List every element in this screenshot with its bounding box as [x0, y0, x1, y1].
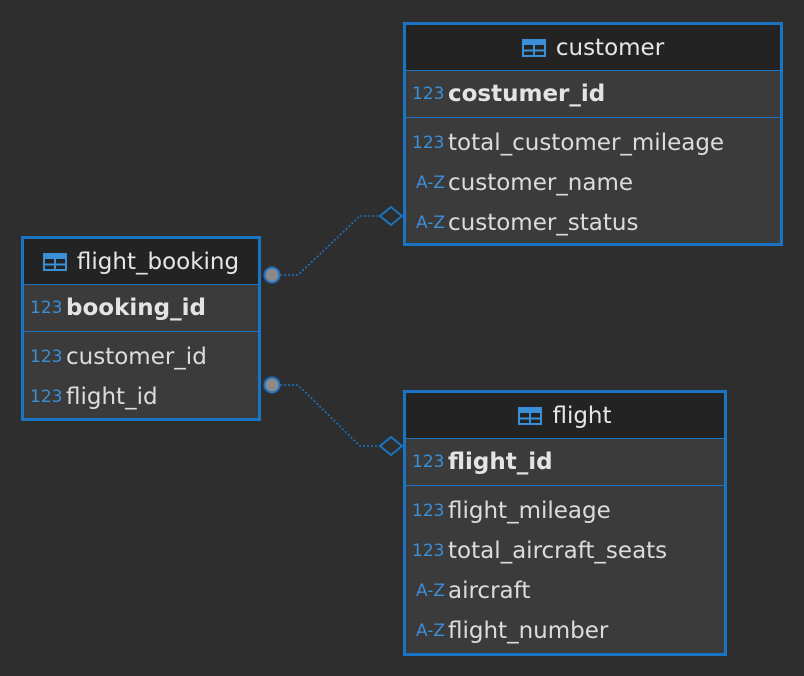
columns-list: 123 flight_mileage 123 total_aircraft_se…	[406, 486, 724, 656]
numeric-type-icon: 123	[412, 84, 445, 104]
entity-customer[interactable]: customer 123 costumer_id 123 total_custo…	[403, 22, 783, 246]
column-row[interactable]: A-Z customer_name	[406, 163, 780, 203]
text-type-icon: A-Z	[416, 213, 446, 233]
column-name: total_customer_mileage	[448, 130, 725, 156]
entity-header[interactable]: flight_booking	[24, 239, 258, 285]
column-name: booking_id	[66, 295, 206, 321]
column-row[interactable]: A-Z flight_number	[406, 611, 724, 651]
entity-title: flight	[552, 402, 612, 429]
entity-header[interactable]: flight	[406, 393, 724, 439]
relationship-start-dot	[263, 266, 281, 284]
numeric-type-icon: 123	[412, 133, 445, 153]
text-type-icon: A-Z	[416, 581, 446, 601]
column-name: flight_mileage	[448, 498, 611, 524]
column-name: customer_name	[448, 170, 634, 196]
column-name: costumer_id	[448, 81, 606, 107]
table-icon	[42, 252, 67, 271]
column-row[interactable]: 123 total_customer_mileage	[406, 123, 780, 163]
relationship-start-dot	[263, 376, 281, 394]
numeric-type-icon: 123	[30, 298, 63, 318]
column-name: aircraft	[448, 578, 531, 604]
column-row[interactable]: 123 flight_id	[24, 377, 258, 417]
numeric-type-icon: 123	[412, 501, 445, 521]
numeric-type-icon: 123	[30, 347, 63, 367]
entity-flight-booking[interactable]: flight_booking 123 booking_id 123 custom…	[21, 236, 261, 421]
relationship-end-diamond	[378, 435, 404, 457]
primary-key-row[interactable]: 123 costumer_id	[406, 71, 780, 118]
column-name: customer_id	[66, 344, 207, 370]
entity-title: customer	[555, 34, 665, 61]
relationship-end-diamond	[378, 205, 404, 227]
entity-header[interactable]: customer	[406, 25, 780, 71]
column-name: customer_status	[448, 210, 639, 236]
numeric-type-icon: 123	[412, 541, 445, 561]
primary-key-row[interactable]: 123 flight_id	[406, 439, 724, 486]
entity-flight[interactable]: flight 123 flight_id 123 flight_mileage …	[403, 390, 727, 656]
entity-title: flight_booking	[76, 248, 240, 275]
column-name: flight_id	[448, 449, 553, 475]
numeric-type-icon: 123	[412, 452, 445, 472]
columns-list: 123 total_customer_mileage A-Z customer_…	[406, 118, 780, 248]
column-name: flight_id	[66, 384, 158, 410]
table-icon	[521, 38, 546, 57]
column-row[interactable]: 123 total_aircraft_seats	[406, 531, 724, 571]
column-name: flight_number	[448, 618, 609, 644]
column-row[interactable]: A-Z aircraft	[406, 571, 724, 611]
text-type-icon: A-Z	[416, 621, 446, 641]
relationship-booking-flight[interactable]	[263, 376, 404, 457]
primary-key-row[interactable]: 123 booking_id	[24, 285, 258, 332]
text-type-icon: A-Z	[416, 173, 446, 193]
column-row[interactable]: 123 customer_id	[24, 337, 258, 377]
column-row[interactable]: 123 flight_mileage	[406, 491, 724, 531]
relationship-booking-customer[interactable]	[263, 205, 404, 284]
column-name: total_aircraft_seats	[448, 538, 668, 564]
column-row[interactable]: A-Z customer_status	[406, 203, 780, 243]
numeric-type-icon: 123	[30, 387, 63, 407]
columns-list: 123 customer_id 123 flight_id	[24, 332, 258, 422]
table-icon	[518, 406, 543, 425]
